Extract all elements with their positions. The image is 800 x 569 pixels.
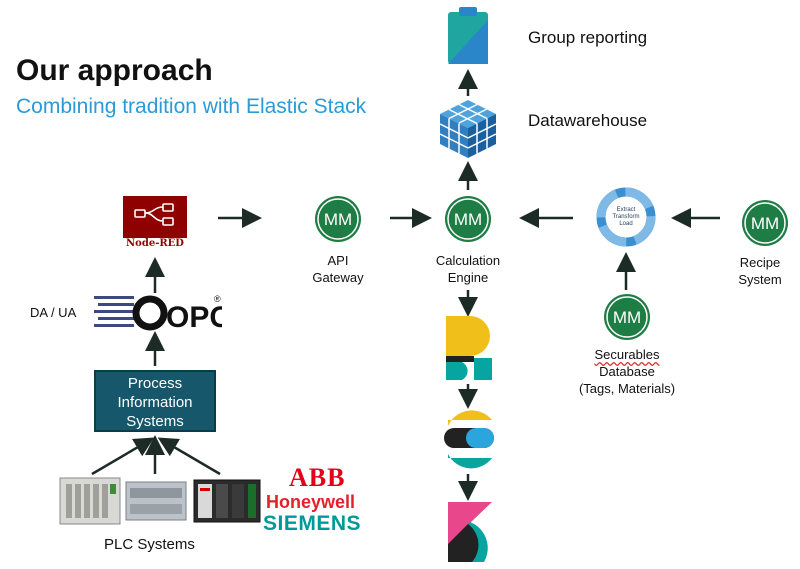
- da-ua-label: DA / UA: [30, 305, 77, 320]
- api-gateway-line1: API: [327, 253, 349, 268]
- calc-engine-line2: Engine: [447, 270, 489, 285]
- calc-engine-line1: Calculation: [435, 253, 501, 268]
- securables-line1: Securables: [594, 347, 660, 362]
- page-title: Our approach: [16, 54, 213, 87]
- honeywell-logo: Honeywell: [266, 492, 356, 512]
- securables-line2: Database: [599, 364, 655, 379]
- opc-logo: OPC ®: [94, 294, 222, 334]
- api-gateway-line2: Gateway: [312, 270, 364, 285]
- process-information-systems-box: Process Information Systems: [94, 370, 216, 432]
- svg-text:®: ®: [214, 294, 221, 304]
- kibana-icon: [448, 502, 492, 562]
- elasticsearch-icon: [444, 410, 494, 469]
- securables-line3: (Tags, Materials): [578, 381, 676, 396]
- mm-recipe-system-icon: MM: [742, 200, 788, 246]
- pis-line1: Process: [127, 375, 183, 392]
- plc-systems-label: PLC Systems: [104, 536, 195, 553]
- etl-transform-text: Transform: [612, 214, 639, 220]
- recipe-system-label: Recipe System: [720, 254, 800, 288]
- datawarehouse-cube-icon: [439, 100, 497, 158]
- plc-rack-image: [59, 477, 121, 525]
- api-gateway-label: API Gateway: [290, 252, 386, 286]
- mm-api-gateway-icon: MM: [315, 196, 361, 242]
- mm-logo-text: MM: [454, 210, 482, 229]
- abb-logo: ABB: [289, 463, 346, 492]
- plc-module-image: [125, 481, 187, 521]
- arrow-plc1-to-pis: [91, 437, 155, 476]
- group-reporting-label: Group reporting: [528, 28, 648, 47]
- page-subtitle: Combining tradition with Elastic Stack: [16, 95, 367, 118]
- etl-extract-text: Extract: [617, 207, 636, 213]
- securables-label: Securables Database (Tags, Materials): [562, 346, 692, 397]
- recipe-line2: System: [738, 272, 782, 287]
- mm-calc-engine-icon: MM: [445, 196, 491, 242]
- mm-logo-text: MM: [751, 214, 779, 233]
- mm-logo-text: MM: [613, 308, 641, 327]
- node-red-label: Node-RED: [126, 238, 184, 249]
- opc-text: OPC: [166, 301, 222, 334]
- clipboard-icon: [448, 7, 488, 64]
- elasticsearch-beats-icon: [446, 316, 492, 380]
- plc-controller-image: [193, 479, 261, 523]
- mm-logo-text: MM: [324, 210, 352, 229]
- calc-engine-label: Calculation Engine: [420, 252, 516, 286]
- pis-line3: Systems: [126, 413, 184, 430]
- mm-securables-icon: MM: [604, 294, 650, 340]
- etl-load-text: Load: [619, 221, 632, 227]
- arrow-plc3-to-pis: [157, 437, 221, 476]
- recipe-line1: Recipe: [739, 255, 781, 270]
- siemens-logo: SIEMENS: [263, 512, 362, 535]
- datawarehouse-label: Datawarehouse: [528, 111, 648, 130]
- etl-cycle-icon: Extract Transform Load: [596, 187, 656, 247]
- flow-icon: [134, 203, 174, 226]
- pis-line2: Information: [117, 394, 193, 411]
